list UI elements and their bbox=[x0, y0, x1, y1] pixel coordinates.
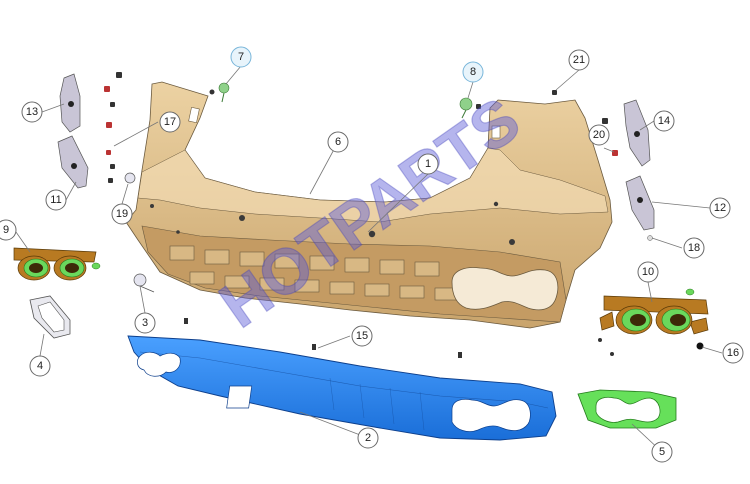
tip-bezel-right bbox=[577, 389, 677, 429]
svg-text:7: 7 bbox=[238, 51, 244, 63]
svg-text:4: 4 bbox=[37, 360, 43, 372]
clip-8 bbox=[459, 97, 473, 119]
svg-text:20: 20 bbox=[593, 129, 605, 141]
callout-8: 8 bbox=[462, 61, 484, 83]
callout-11: 11 bbox=[45, 189, 67, 211]
svg-text:14: 14 bbox=[658, 115, 670, 127]
callout-10: 10 bbox=[637, 261, 659, 283]
callout-18: 18 bbox=[683, 237, 705, 259]
svg-text:10: 10 bbox=[642, 266, 654, 278]
exhaust-tips-right bbox=[599, 288, 709, 335]
bumper-cover bbox=[125, 81, 613, 329]
callout-13: 13 bbox=[21, 101, 43, 123]
bracket-14 bbox=[623, 99, 651, 167]
svg-text:13: 13 bbox=[26, 106, 38, 118]
svg-text:5: 5 bbox=[659, 446, 665, 458]
callout-5: 5 bbox=[651, 441, 673, 463]
svg-text:9: 9 bbox=[3, 224, 9, 236]
svg-text:19: 19 bbox=[116, 208, 128, 220]
callout-19: 19 bbox=[111, 203, 133, 225]
tip-bezel-left bbox=[29, 295, 71, 339]
svg-text:15: 15 bbox=[356, 330, 368, 342]
svg-text:18: 18 bbox=[688, 242, 700, 254]
callout-21: 21 bbox=[568, 49, 590, 71]
clip-7 bbox=[218, 82, 230, 103]
exhaust-tips-left bbox=[13, 247, 101, 281]
callout-6: 6 bbox=[327, 131, 349, 153]
callout-16: 16 bbox=[722, 342, 744, 364]
lower-valance bbox=[127, 335, 557, 441]
sensor-bracket-3 bbox=[133, 273, 155, 293]
callout-3: 3 bbox=[134, 312, 156, 334]
callout-15: 15 bbox=[351, 325, 373, 347]
callout-7: 7 bbox=[230, 46, 252, 68]
svg-text:17: 17 bbox=[164, 116, 176, 128]
fasteners bbox=[104, 72, 704, 358]
callout-2: 2 bbox=[357, 427, 379, 449]
callout-20: 20 bbox=[588, 124, 610, 146]
callout-12: 12 bbox=[709, 197, 731, 219]
bracket-11 bbox=[57, 135, 89, 189]
callout-17: 17 bbox=[159, 111, 181, 133]
svg-text:1: 1 bbox=[425, 158, 431, 170]
svg-text:2: 2 bbox=[365, 432, 371, 444]
callout-1: 1 bbox=[417, 153, 439, 175]
svg-text:3: 3 bbox=[142, 317, 148, 329]
svg-text:6: 6 bbox=[335, 136, 341, 148]
svg-text:8: 8 bbox=[470, 66, 476, 78]
bracket-13 bbox=[59, 73, 81, 133]
callout-9: 9 bbox=[0, 219, 17, 241]
callout-14: 14 bbox=[653, 110, 675, 132]
bracket-12 bbox=[625, 175, 655, 231]
svg-text:21: 21 bbox=[573, 54, 585, 66]
sensor-19 bbox=[124, 172, 136, 184]
svg-text:16: 16 bbox=[727, 347, 739, 359]
callout-4: 4 bbox=[29, 355, 51, 377]
svg-text:11: 11 bbox=[50, 194, 61, 206]
svg-text:12: 12 bbox=[714, 202, 726, 214]
